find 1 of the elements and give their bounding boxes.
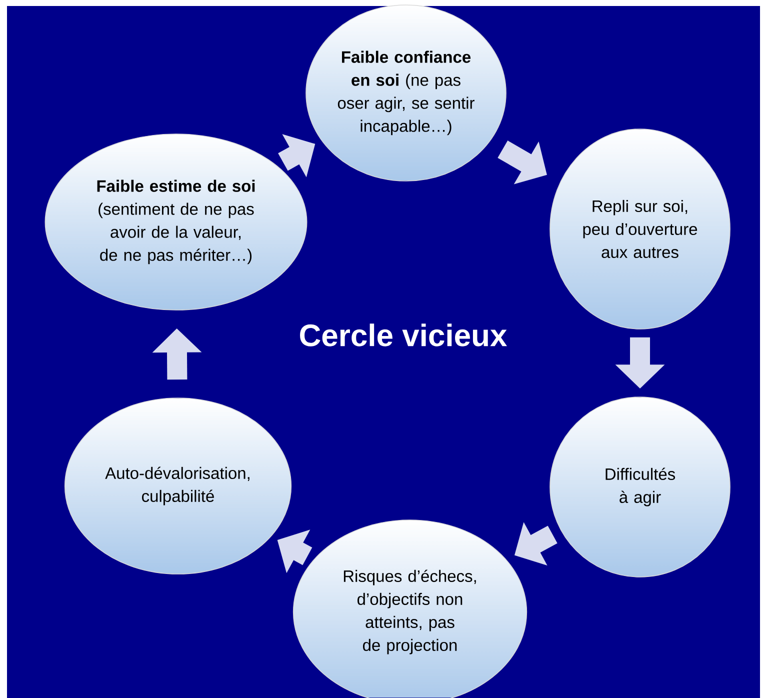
diagram-title: Cercle vicieux [300,324,507,346]
